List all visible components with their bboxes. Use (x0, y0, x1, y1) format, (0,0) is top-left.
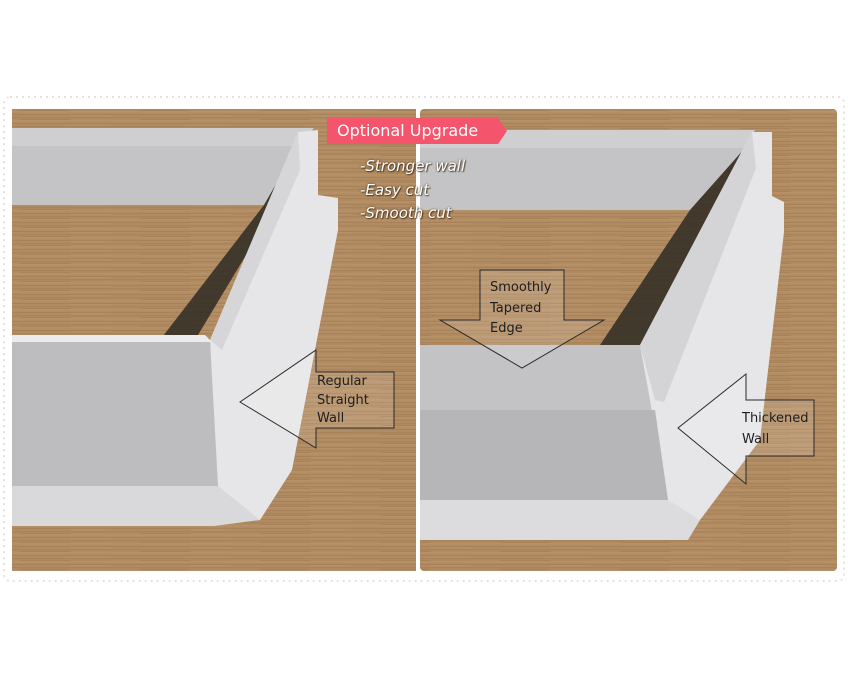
thickened-wall-callout-arrow (677, 372, 815, 486)
right-tray-front-base (420, 500, 700, 540)
right-tray-inner-shadow (600, 148, 750, 345)
left-tray-right-wall-edge (210, 132, 300, 350)
left-tray-back-rim (12, 128, 314, 146)
tapered-edge-label: Smoothly Tapered Edge (490, 280, 552, 336)
left-tray-front-face (12, 340, 218, 486)
feature-item: -Easy cut (360, 180, 430, 199)
upgrade-tag-shape (327, 118, 507, 144)
feature-item: -Smooth cut (360, 204, 452, 222)
regular-wall-callout-arrow (239, 349, 395, 449)
right-tray-back-wall (420, 148, 745, 210)
tapered-edge-callout-arrow (438, 269, 606, 369)
thickened-wall-label: Thickened Wall (742, 411, 809, 447)
left-tray-right-wall (210, 130, 338, 524)
regular-wall-label: Regular Straight Wall (317, 374, 369, 426)
left-tray-back-wall (12, 146, 298, 205)
left-tray (12, 128, 338, 526)
left-tray-front-top (12, 335, 212, 342)
left-tray-front-base (12, 486, 260, 526)
feature-item: -Stronger wall (360, 157, 466, 175)
optional-upgrade-tag: Optional Upgrade (327, 118, 507, 144)
optional-upgrade-label: Optional Upgrade (337, 121, 479, 140)
right-tray-right-wall (640, 132, 784, 528)
right-tray (420, 130, 784, 540)
right-tray-tapered-corner (640, 132, 756, 402)
right-tray-front-lower (420, 410, 668, 500)
feature-list: -Stronger wall -Easy cut -Smooth cut (360, 155, 465, 226)
